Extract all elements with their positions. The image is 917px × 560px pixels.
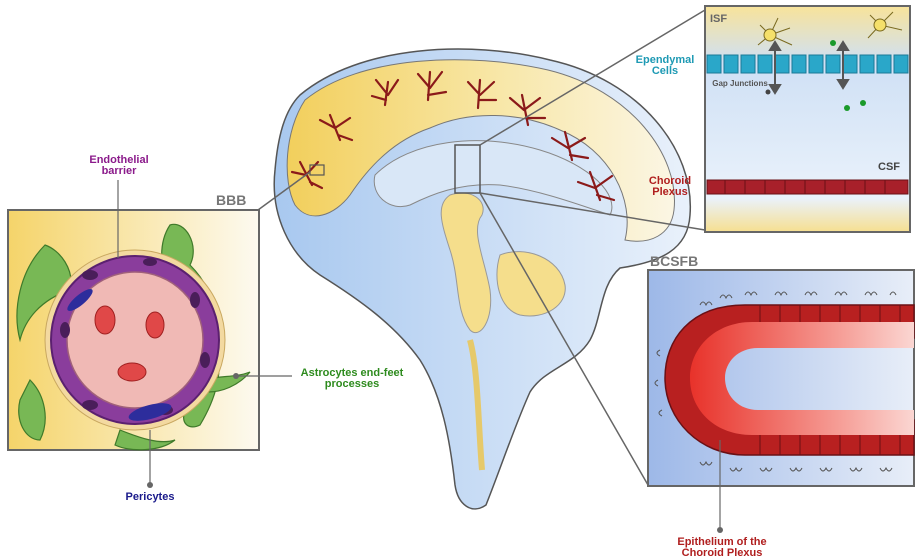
- gap-junction-dot: [766, 90, 771, 95]
- bbb-panel: [8, 210, 259, 450]
- pericytes-label: Pericytes: [115, 492, 185, 503]
- isf-label: ISF: [710, 14, 727, 25]
- epithelium-pointer-dot: [717, 527, 723, 533]
- epithelium-label: Epithelium of the Choroid Plexus: [662, 537, 782, 559]
- choroid-plexus-label: Choroid Plexus: [640, 176, 700, 198]
- astrocytes-label: Astrocytes end-feet processes: [292, 368, 412, 390]
- bcsfb-panel: [648, 270, 914, 486]
- bcsfb-title: BCSFB: [650, 254, 698, 268]
- brain-illustration: [274, 49, 690, 509]
- ependymal-cells-label: Ependymal Cells: [630, 55, 700, 77]
- pericytes-pointer-dot: [147, 482, 153, 488]
- astrocytes-pointer-dot: [233, 373, 239, 379]
- gap-junctions-label: Gap Junctions: [712, 80, 768, 88]
- choroid-plexus-row: [707, 180, 908, 194]
- endothelial-barrier-label: Endothelial barrier: [74, 155, 164, 177]
- csf-interface-panel: [705, 6, 910, 232]
- bbb-title: BBB: [216, 193, 246, 207]
- csf-label: CSF: [878, 162, 900, 173]
